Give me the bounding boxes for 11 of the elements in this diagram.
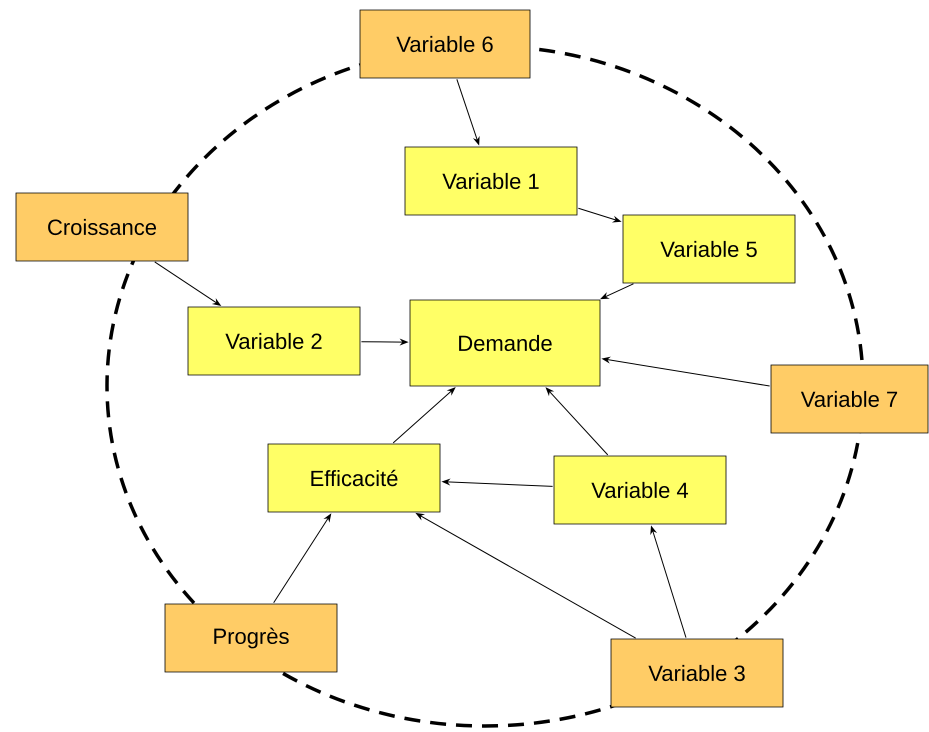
variable-box: Variable 7 bbox=[770, 364, 928, 434]
variable-box: Progrès bbox=[164, 604, 338, 672]
variable-box: Croissance bbox=[16, 192, 188, 262]
variable-box: Variable 1 bbox=[404, 146, 578, 216]
variable-box: Variable 2 bbox=[188, 306, 360, 376]
variable-box: Demande bbox=[410, 300, 600, 386]
variable-box: Variable 4 bbox=[554, 456, 726, 524]
variable-box: Variable 5 bbox=[622, 214, 796, 284]
variable-box: Variable 6 bbox=[360, 10, 530, 78]
variable-box: Efficacité bbox=[268, 444, 440, 512]
variable-box: Variable 3 bbox=[610, 638, 784, 708]
